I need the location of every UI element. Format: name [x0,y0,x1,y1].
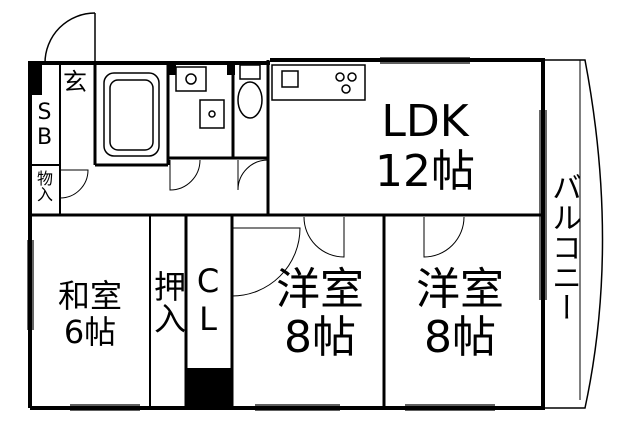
entrance-door-arc [44,12,96,64]
window-washitsu [70,404,140,411]
youshitsu-2-label: 洋室 8帖 [400,268,520,360]
shoebox-label: SB [32,100,57,150]
youshitsu-1-name: 洋室 [276,264,364,315]
ldk-size: 12帖 [375,146,475,197]
monoire-label: 物入 [34,170,53,202]
stove-burner-2 [347,72,357,82]
closet-label: CL [189,262,227,338]
washitsu-name: 和室 [57,277,122,315]
door-youshitsu-1 [231,227,301,297]
bathtub-inner [109,79,154,151]
washitsu-size: 6帖 [63,313,117,351]
toilet-bowl [237,81,263,119]
door-youshitsu-2 [423,216,465,258]
kitchen-counter [271,64,366,101]
pillar-bath [168,61,176,75]
stove-burner-3 [341,84,351,94]
toilet-tank [239,64,261,80]
door-wash [169,159,201,191]
washbasin [175,66,207,92]
youshitsu-1-label: 洋室 8帖 [260,268,380,360]
washbasin-bowl [185,73,197,85]
window-left [27,240,34,330]
pillar-toilet [227,61,235,75]
genkan-label: 玄 [63,68,87,96]
stove-burner-1 [335,72,345,82]
youshitsu-2-name: 洋室 [416,264,504,315]
pillar-bottom [186,368,232,410]
ldk-label: LDK 12帖 [340,100,510,194]
youshitsu-2-size: 8帖 [424,312,496,363]
door-youshitsu-1-b [303,216,345,258]
window-ldk [380,57,470,64]
door-storage [59,169,89,199]
kitchen-sink [281,70,299,88]
balcony-outline [545,59,604,409]
washer-drain [208,110,216,118]
washer-pan [199,99,225,129]
window-youshitsu-2 [405,404,495,411]
window-youshitsu-1 [255,404,340,411]
youshitsu-1-size: 8帖 [284,312,356,363]
ldk-name: LDK [381,96,469,147]
bathtub [103,72,160,157]
washitsu-label: 和室 6帖 [45,280,135,348]
window-balcony [539,110,547,300]
pillar-top-left [28,61,42,95]
door-toilet [237,159,269,191]
oshiire-label: 押入 [149,270,187,334]
balcony-label: バルコニー [546,172,581,322]
